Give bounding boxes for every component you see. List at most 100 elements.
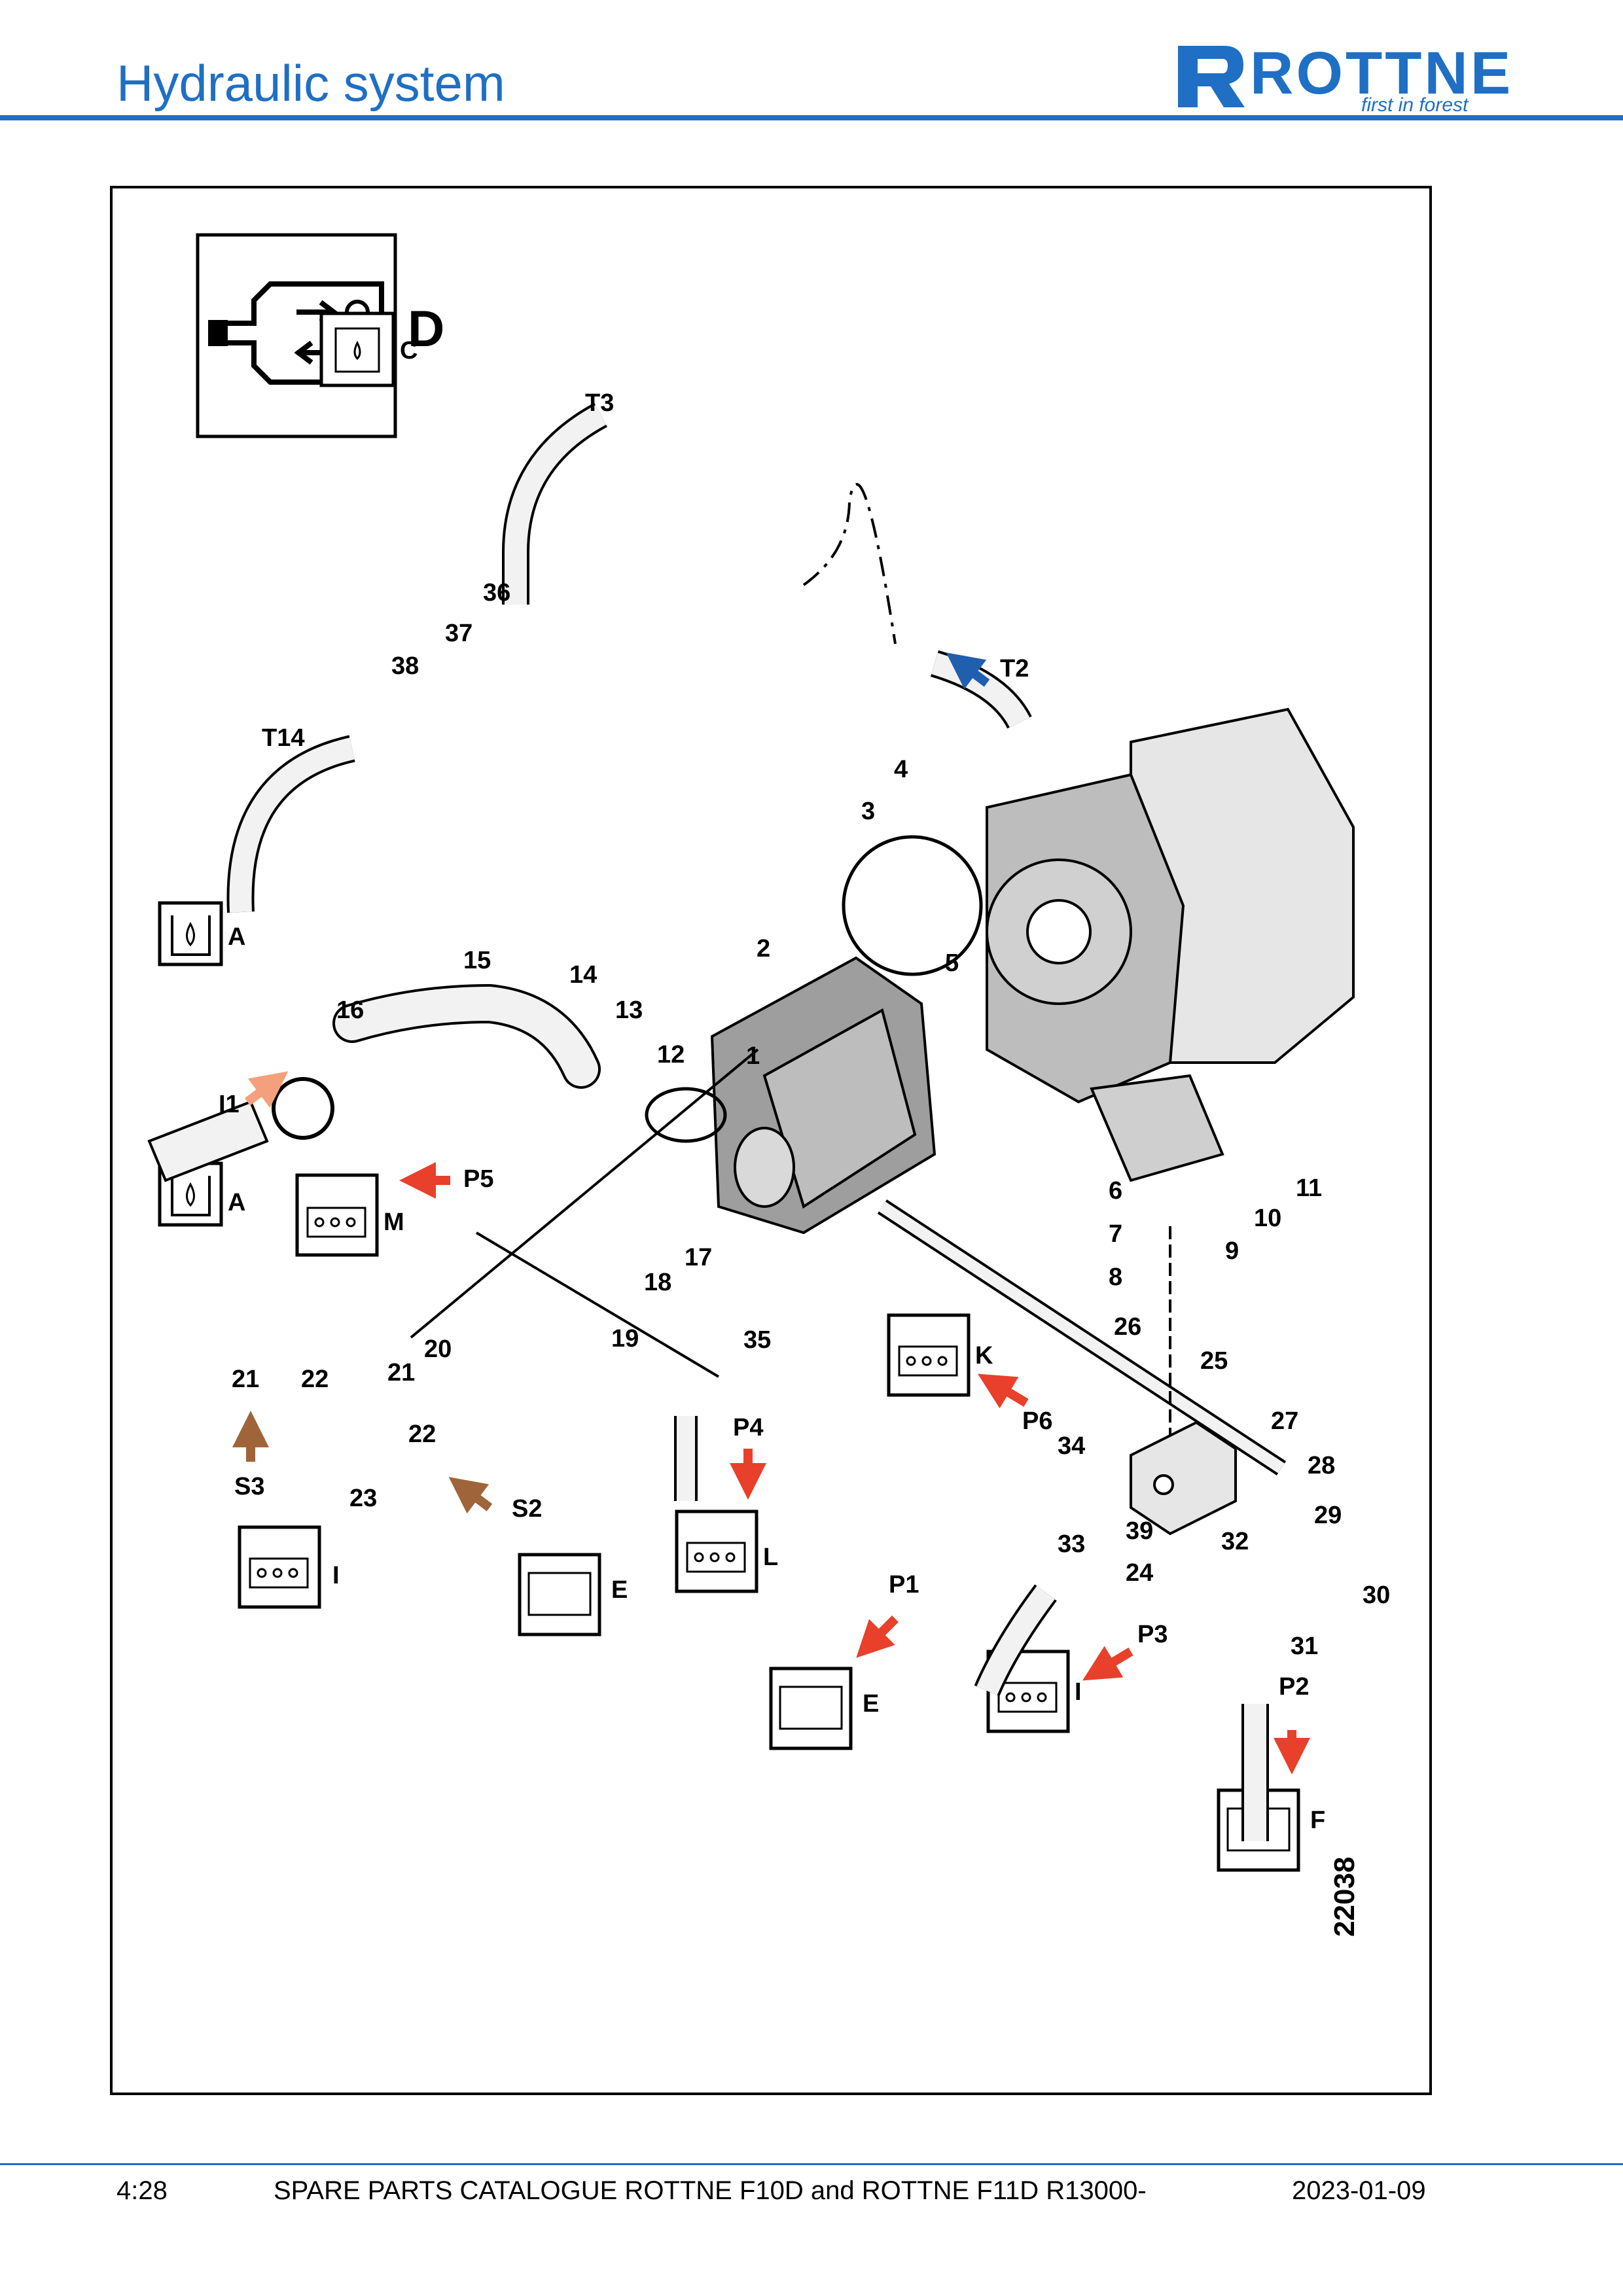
symbol-l-label: L (763, 1544, 778, 1571)
symbol-a-label-lower: A (228, 1189, 245, 1216)
arrow-i1 (244, 1071, 289, 1108)
part-label-27: 27 (1271, 1407, 1298, 1435)
flow-arrows (232, 652, 1310, 1775)
part-label-31: 31 (1291, 1633, 1318, 1660)
symbol-e-block-left: E (518, 1553, 628, 1636)
part-label-20: 20 (424, 1335, 452, 1363)
arrow-p6 (977, 1373, 1029, 1409)
part-label-21-left: 21 (232, 1366, 259, 1393)
hose-labels: T3 T2 T14 I1 P5 S3 S2 P4 P6 P1 P3 P2 (219, 389, 1309, 1701)
symbol-l-block: L (675, 1510, 778, 1593)
part-label-23: 23 (349, 1485, 377, 1512)
symbol-d-motor: D (196, 233, 444, 438)
part-label-10: 10 (1254, 1205, 1281, 1232)
rottne-logo: ROTTNE first in forest (1171, 39, 1514, 116)
hydraulic-diagram: D C A A M K (147, 233, 1390, 1872)
arrow-s2 (448, 1477, 493, 1514)
hose-label-p4: P4 (733, 1414, 763, 1441)
symbol-m-label: M (383, 1209, 404, 1236)
symbol-c-tank: C (319, 311, 418, 387)
symbol-c-label: C (400, 337, 418, 364)
symbol-e-label-left: E (611, 1576, 628, 1604)
part-label-39: 39 (1126, 1517, 1153, 1545)
part-label-34: 34 (1058, 1432, 1085, 1460)
hose-label-p6: P6 (1022, 1407, 1052, 1435)
symbol-m-block: M (295, 1173, 404, 1257)
catalogue-title: SPARE PARTS CATALOGUE ROTTNE F10D and RO… (274, 2176, 1147, 2205)
arrow-p3 (1082, 1646, 1133, 1681)
part-labels: 1 2 3 4 5 6 7 8 9 10 11 12 13 14 15 16 1… (232, 579, 1390, 1660)
part-label-18: 18 (644, 1269, 671, 1296)
logo-name: ROTTNE (1250, 40, 1514, 107)
hose-label-t3: T3 (585, 389, 614, 417)
part-label-12: 12 (657, 1041, 685, 1069)
arrow-t2 (946, 652, 990, 690)
part-label-36: 36 (483, 579, 510, 607)
part-label-21-right: 21 (387, 1359, 415, 1386)
page-number: 4:28 (116, 2176, 168, 2205)
part-label-33: 33 (1058, 1530, 1085, 1558)
figure-number: 22038 (1329, 1856, 1361, 1937)
header-rule (0, 115, 1623, 120)
symbol-f-label: F (1310, 1807, 1325, 1834)
part-label-19: 19 (611, 1325, 639, 1352)
hose-label-p1: P1 (889, 1571, 919, 1598)
symbol-i-label-right: I (1075, 1678, 1082, 1706)
hose-label-p2: P2 (1279, 1673, 1309, 1701)
hydraulic-pump (645, 835, 983, 1235)
pressure-lines (410, 1048, 1287, 1841)
diagram-frame (110, 186, 1432, 2095)
arrow-p1 (856, 1616, 899, 1658)
part-label-35: 35 (743, 1326, 771, 1354)
connection-block (1130, 1421, 1237, 1536)
engine-gearbox (986, 707, 1355, 1182)
part-label-16: 16 (336, 997, 364, 1024)
symbol-d-label: D (408, 300, 444, 357)
hose-label-t14: T14 (262, 724, 304, 752)
part-label-29: 29 (1314, 1502, 1342, 1529)
part-label-4: 4 (894, 756, 908, 783)
part-label-9-right: 9 (1225, 1237, 1239, 1265)
part-label-7: 7 (1109, 1220, 1122, 1248)
part-label-14: 14 (569, 961, 597, 989)
part-label-38: 38 (391, 652, 419, 680)
part-label-37: 37 (445, 620, 473, 647)
symbol-e-block-right: E (769, 1667, 879, 1750)
symbol-a-tank-upper: A (158, 901, 245, 966)
hose-label-p5: P5 (463, 1165, 493, 1193)
logo-tagline: first in forest (1361, 94, 1469, 116)
hose-label-p3: P3 (1137, 1621, 1168, 1648)
part-label-5: 5 (945, 949, 959, 977)
part-label-22-left: 22 (301, 1366, 329, 1393)
symbol-e-label-right: E (863, 1690, 879, 1718)
hose-label-i1: I1 (219, 1091, 240, 1118)
suction-hose (147, 983, 601, 1182)
part-label-3: 3 (861, 798, 875, 825)
rottne-logo-mark (1178, 46, 1245, 107)
part-label-32: 32 (1221, 1528, 1249, 1555)
footer-rule (0, 2163, 1623, 2165)
part-label-15: 15 (463, 947, 491, 974)
hose-label-s2: S2 (512, 1495, 542, 1523)
symbol-i-label-left: I (332, 1562, 340, 1589)
part-label-1: 1 (746, 1042, 760, 1070)
part-label-8: 8 (1109, 1263, 1122, 1291)
part-label-24: 24 (1126, 1559, 1153, 1587)
symbol-f-block: F (1217, 1788, 1325, 1872)
symbol-k-label: K (975, 1342, 993, 1369)
symbol-i-block-left: I (238, 1525, 340, 1609)
catalogue-date: 2023-01-09 (1292, 2176, 1426, 2205)
part-label-13: 13 (615, 997, 643, 1024)
part-label-6: 6 (1109, 1177, 1122, 1205)
part-label-17: 17 (685, 1244, 712, 1271)
hose-label-t2: T2 (1000, 655, 1029, 682)
part-label-11: 11 (1296, 1174, 1322, 1202)
page-title: Hydraulic system (116, 54, 505, 112)
part-label-22-right: 22 (408, 1421, 436, 1448)
symbol-a-label-upper: A (228, 923, 245, 951)
hose-label-s3: S3 (234, 1473, 264, 1500)
part-label-28: 28 (1308, 1452, 1335, 1479)
part-label-25: 25 (1200, 1347, 1228, 1375)
part-label-30: 30 (1363, 1581, 1390, 1609)
symbol-k-block: K (887, 1313, 993, 1397)
